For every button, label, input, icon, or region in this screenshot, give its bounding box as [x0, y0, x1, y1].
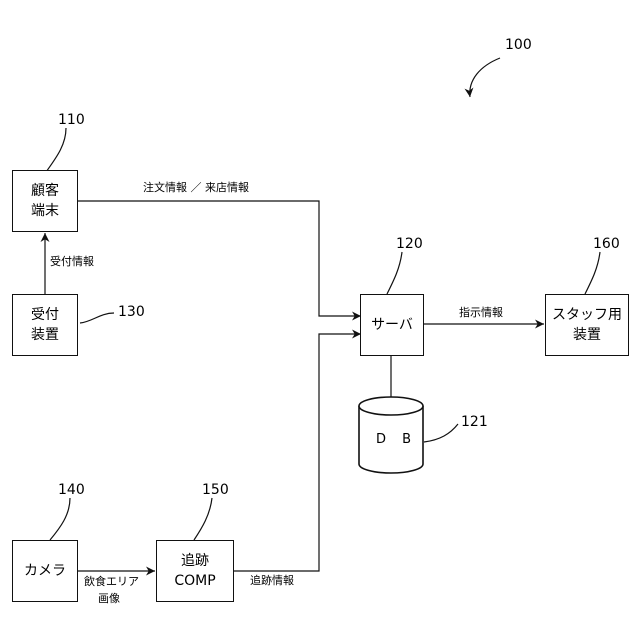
- reception-device-box: 受付 装置: [12, 294, 78, 356]
- edge-label-order-visit-info: 注文情報 ／ 来店情報: [143, 181, 249, 195]
- reception-device-label-line2: 装置: [31, 325, 59, 345]
- staff-device-label-line2: 装置: [573, 325, 601, 345]
- reception-device-label-line1: 受付: [31, 305, 59, 325]
- ref-140: 140: [58, 482, 85, 498]
- server-label: サーバ: [371, 315, 413, 335]
- server-box: サーバ: [360, 294, 424, 356]
- leader-160: [585, 252, 600, 294]
- edge-label-eating-area-2: 画像: [98, 592, 120, 606]
- ref-150: 150: [202, 482, 229, 498]
- ref-100: 100: [505, 37, 532, 53]
- ref-120: 120: [396, 236, 423, 252]
- leader-120: [387, 252, 402, 294]
- leader-110: [46, 128, 66, 172]
- customer-terminal-label-line2: 端末: [31, 201, 59, 221]
- ref-160: 160: [593, 236, 620, 252]
- edge-terminal-to-server: [77, 201, 361, 316]
- edge-label-instruction-info: 指示情報: [459, 306, 503, 320]
- customer-terminal-box: 顧客 端末: [12, 170, 78, 232]
- leader-130: [80, 313, 114, 323]
- leader-100: [470, 58, 500, 97]
- customer-terminal-label-line1: 顧客: [31, 181, 59, 201]
- tracking-comp-box: 追跡 COMP: [156, 540, 234, 602]
- leader-121: [424, 424, 458, 442]
- edge-label-tracking-info: 追跡情報: [250, 574, 294, 588]
- ref-121: 121: [461, 414, 488, 430]
- edge-label-eating-area-1: 飲食エリア: [84, 575, 139, 589]
- tracking-comp-label-line2: COMP: [174, 571, 215, 591]
- camera-label: カメラ: [24, 561, 66, 581]
- ref-130: 130: [118, 304, 145, 320]
- edge-tracking-to-server: [234, 334, 361, 571]
- staff-device-box: スタッフ用 装置: [545, 294, 629, 356]
- ref-110: 110: [58, 112, 85, 128]
- leader-140: [50, 498, 70, 540]
- leader-150: [194, 498, 212, 540]
- database-label: D B: [376, 432, 417, 447]
- tracking-comp-label-line1: 追跡: [181, 551, 209, 571]
- camera-box: カメラ: [12, 540, 78, 602]
- edge-label-reception-info: 受付情報: [50, 255, 94, 269]
- staff-device-label-line1: スタッフ用: [552, 305, 622, 325]
